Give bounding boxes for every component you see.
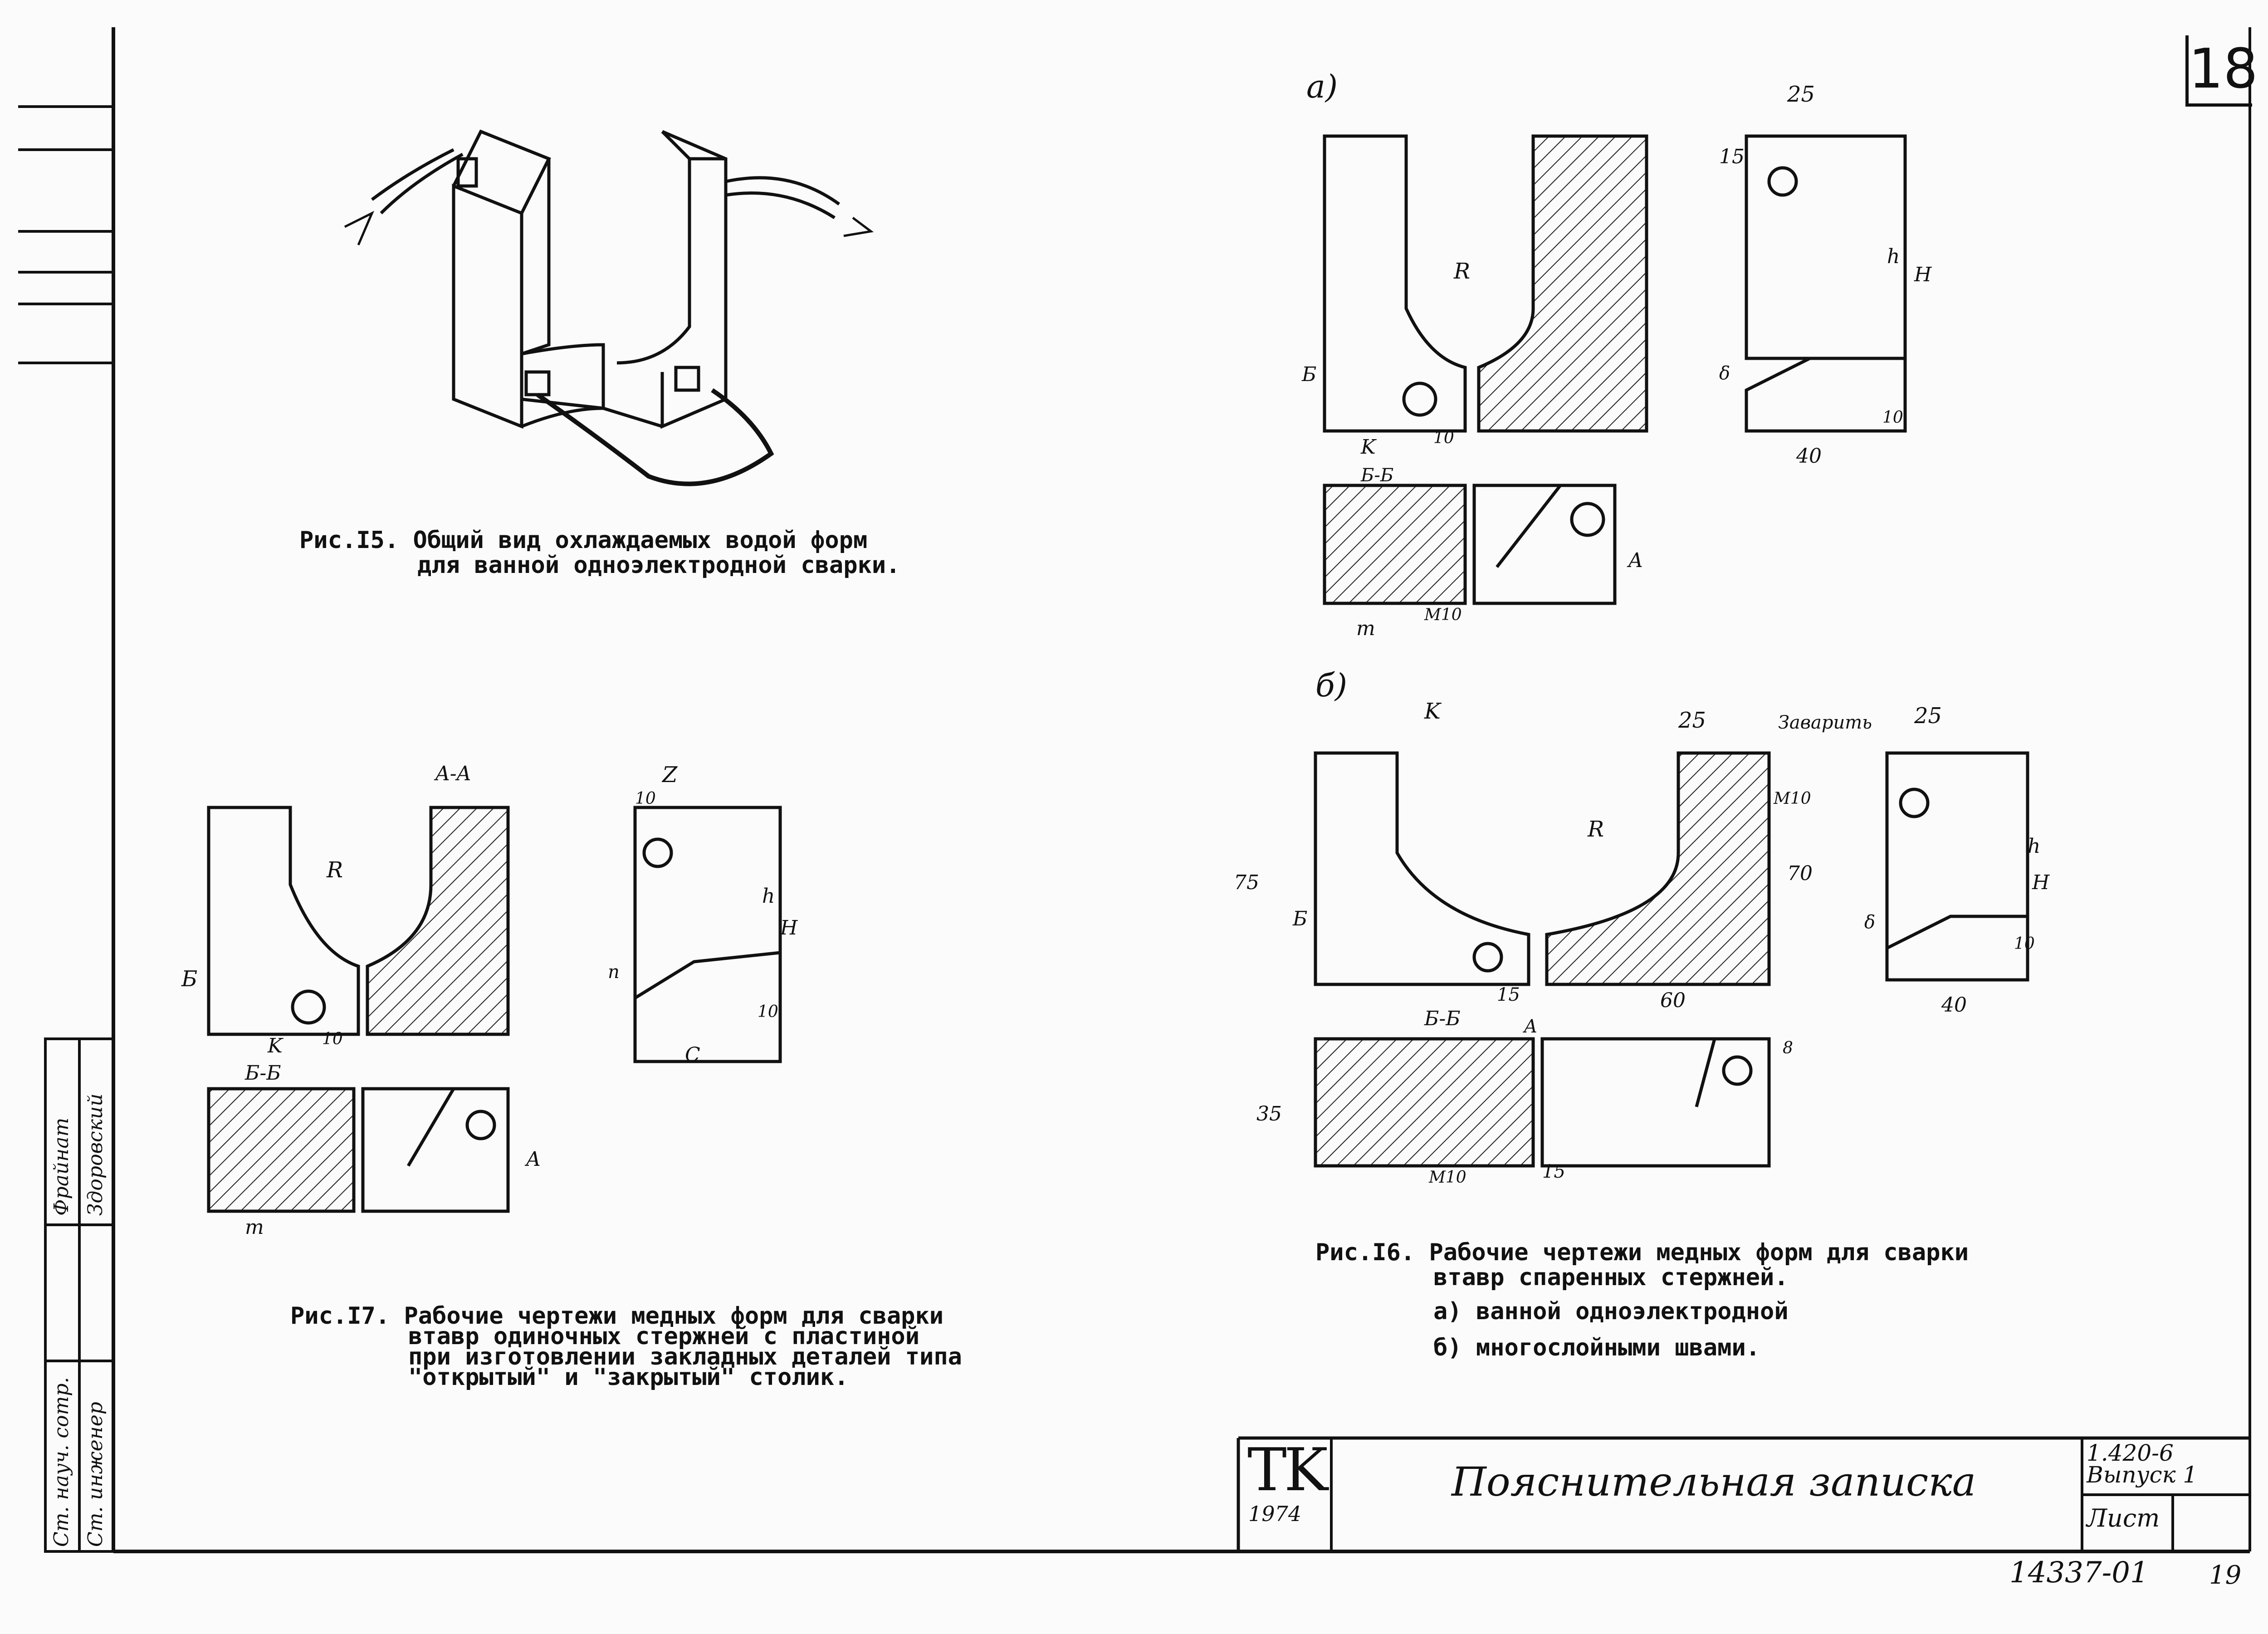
fig16-label-a: а)	[1306, 68, 1338, 105]
dim-label: R	[1454, 259, 1471, 284]
dim-label: R	[327, 857, 343, 883]
dim-label: H	[2032, 871, 2050, 894]
dim-label: R	[1588, 817, 1604, 842]
dim-label: 10	[322, 1030, 343, 1048]
approval-stamp	[44, 1037, 115, 1553]
dim-label: M10	[1774, 789, 1811, 808]
fig16-item-b: б) многослойными швами.	[1433, 1334, 1760, 1361]
tk-year: 1974	[1248, 1502, 1302, 1526]
stamp-row1-role: Ст. науч. сотр.	[50, 1377, 73, 1547]
archive-page: 19	[2209, 1561, 2242, 1590]
dim-label: Z	[662, 762, 678, 788]
document-title: Пояснительная записка	[1452, 1458, 1976, 1505]
title-block	[1237, 1436, 2250, 1551]
dim-label: 25	[1787, 82, 1815, 107]
stamp-row2-name: Здоровский	[84, 1093, 107, 1216]
fig16-caption-line1: Рис.I6. Рабочие чертежи медных форм для …	[1315, 1239, 1969, 1266]
dim-label: Б	[181, 966, 198, 992]
dim-label: m	[245, 1216, 264, 1239]
dim-label: A	[1628, 549, 1643, 572]
dim-label: Заварить	[1778, 712, 1872, 733]
list-label: Лист	[2087, 1504, 2160, 1532]
dim-label: H	[780, 916, 798, 939]
dim-label: 15	[1719, 145, 1745, 168]
dim-label: 10	[2014, 934, 2035, 953]
fig15-drawing	[344, 129, 874, 486]
dim-label: 60	[1660, 989, 1686, 1012]
dim-label: 70	[1787, 862, 1813, 885]
dim-label: n	[608, 962, 620, 983]
dim-label: Б-Б	[1361, 465, 1394, 486]
dim-label: H	[1914, 263, 1932, 286]
dim-label: 25	[1914, 703, 1942, 729]
fig16-caption-line2: втавр спаренных стержней.	[1433, 1264, 1789, 1291]
fig17-caption-line3: при изготовлении закладных деталей типа	[408, 1343, 962, 1370]
dim-label: 10	[758, 1003, 778, 1021]
stamp-row2-role: Ст. инженер	[84, 1402, 107, 1547]
dim-label: 75	[1234, 871, 1259, 894]
fig16a-drawing	[1323, 134, 1907, 605]
dim-label: A	[1524, 1016, 1537, 1037]
dim-label: 15	[1497, 984, 1520, 1005]
dim-label: K	[268, 1034, 283, 1057]
fig17-drawing	[207, 806, 782, 1213]
dim-label: h	[2028, 835, 2041, 858]
fig16b-drawing	[1314, 751, 2029, 1168]
sheet-number: 18	[2185, 35, 2258, 107]
fig15-caption-line2: для ванной одноэлектродной сварки.	[417, 552, 900, 579]
dim-label: Б	[1293, 907, 1308, 930]
dim-label: 10	[635, 789, 656, 808]
dim-label: Б-Б	[1424, 1007, 1461, 1030]
dim-label: 40	[1941, 993, 1967, 1017]
dim-label: Б	[1302, 363, 1317, 386]
archive-number: 14337-01	[2009, 1556, 2149, 1590]
dim-label: 40	[1796, 445, 1822, 468]
dim-label: M10	[1429, 1168, 1466, 1187]
fig17-caption-line1: Рис.I7. Рабочие чертежи медных форм для …	[290, 1302, 944, 1330]
dim-label: h	[1887, 245, 1900, 268]
dim-label: m	[1356, 617, 1375, 640]
dim-label: 8	[1783, 1039, 1793, 1057]
dim-label: 25	[1678, 708, 1706, 733]
dim-label: 10	[1433, 429, 1454, 447]
dim-label: δ	[1719, 363, 1730, 384]
fig17-caption-line2: втавр одиночных стержней с пластиной	[408, 1323, 920, 1350]
fig16-label-b: б)	[1315, 667, 1348, 704]
tk-logo: TK	[1247, 1435, 1328, 1504]
stamp-row1-name: Фрайнат	[50, 1117, 73, 1216]
dim-label: C	[685, 1043, 700, 1067]
dim-label: K	[1424, 699, 1441, 724]
fig17-caption-line4: "открытый" и "закрытый" столик.	[408, 1364, 849, 1391]
fig15-caption-line1: Рис.I5. Общий вид охлаждаемых водой форм	[299, 527, 868, 554]
dim-label: δ	[1864, 912, 1876, 933]
dim-label: A	[526, 1148, 541, 1171]
dim-label: 35	[1256, 1102, 1282, 1125]
fig16-item-a: а) ванной одноэлектродной	[1433, 1298, 1789, 1325]
dim-label: A-A	[435, 762, 471, 785]
dim-label: Б-Б	[245, 1062, 281, 1085]
dim-label: h	[762, 885, 775, 908]
series-line2: Выпуск 1	[2087, 1462, 2198, 1488]
dim-label: K	[1361, 435, 1376, 459]
dim-label: 10	[1882, 408, 1903, 427]
dim-label: M10	[1424, 606, 1462, 624]
dim-label: 15	[1542, 1161, 1565, 1182]
series-line1: 1.420-6	[2087, 1440, 2174, 1466]
